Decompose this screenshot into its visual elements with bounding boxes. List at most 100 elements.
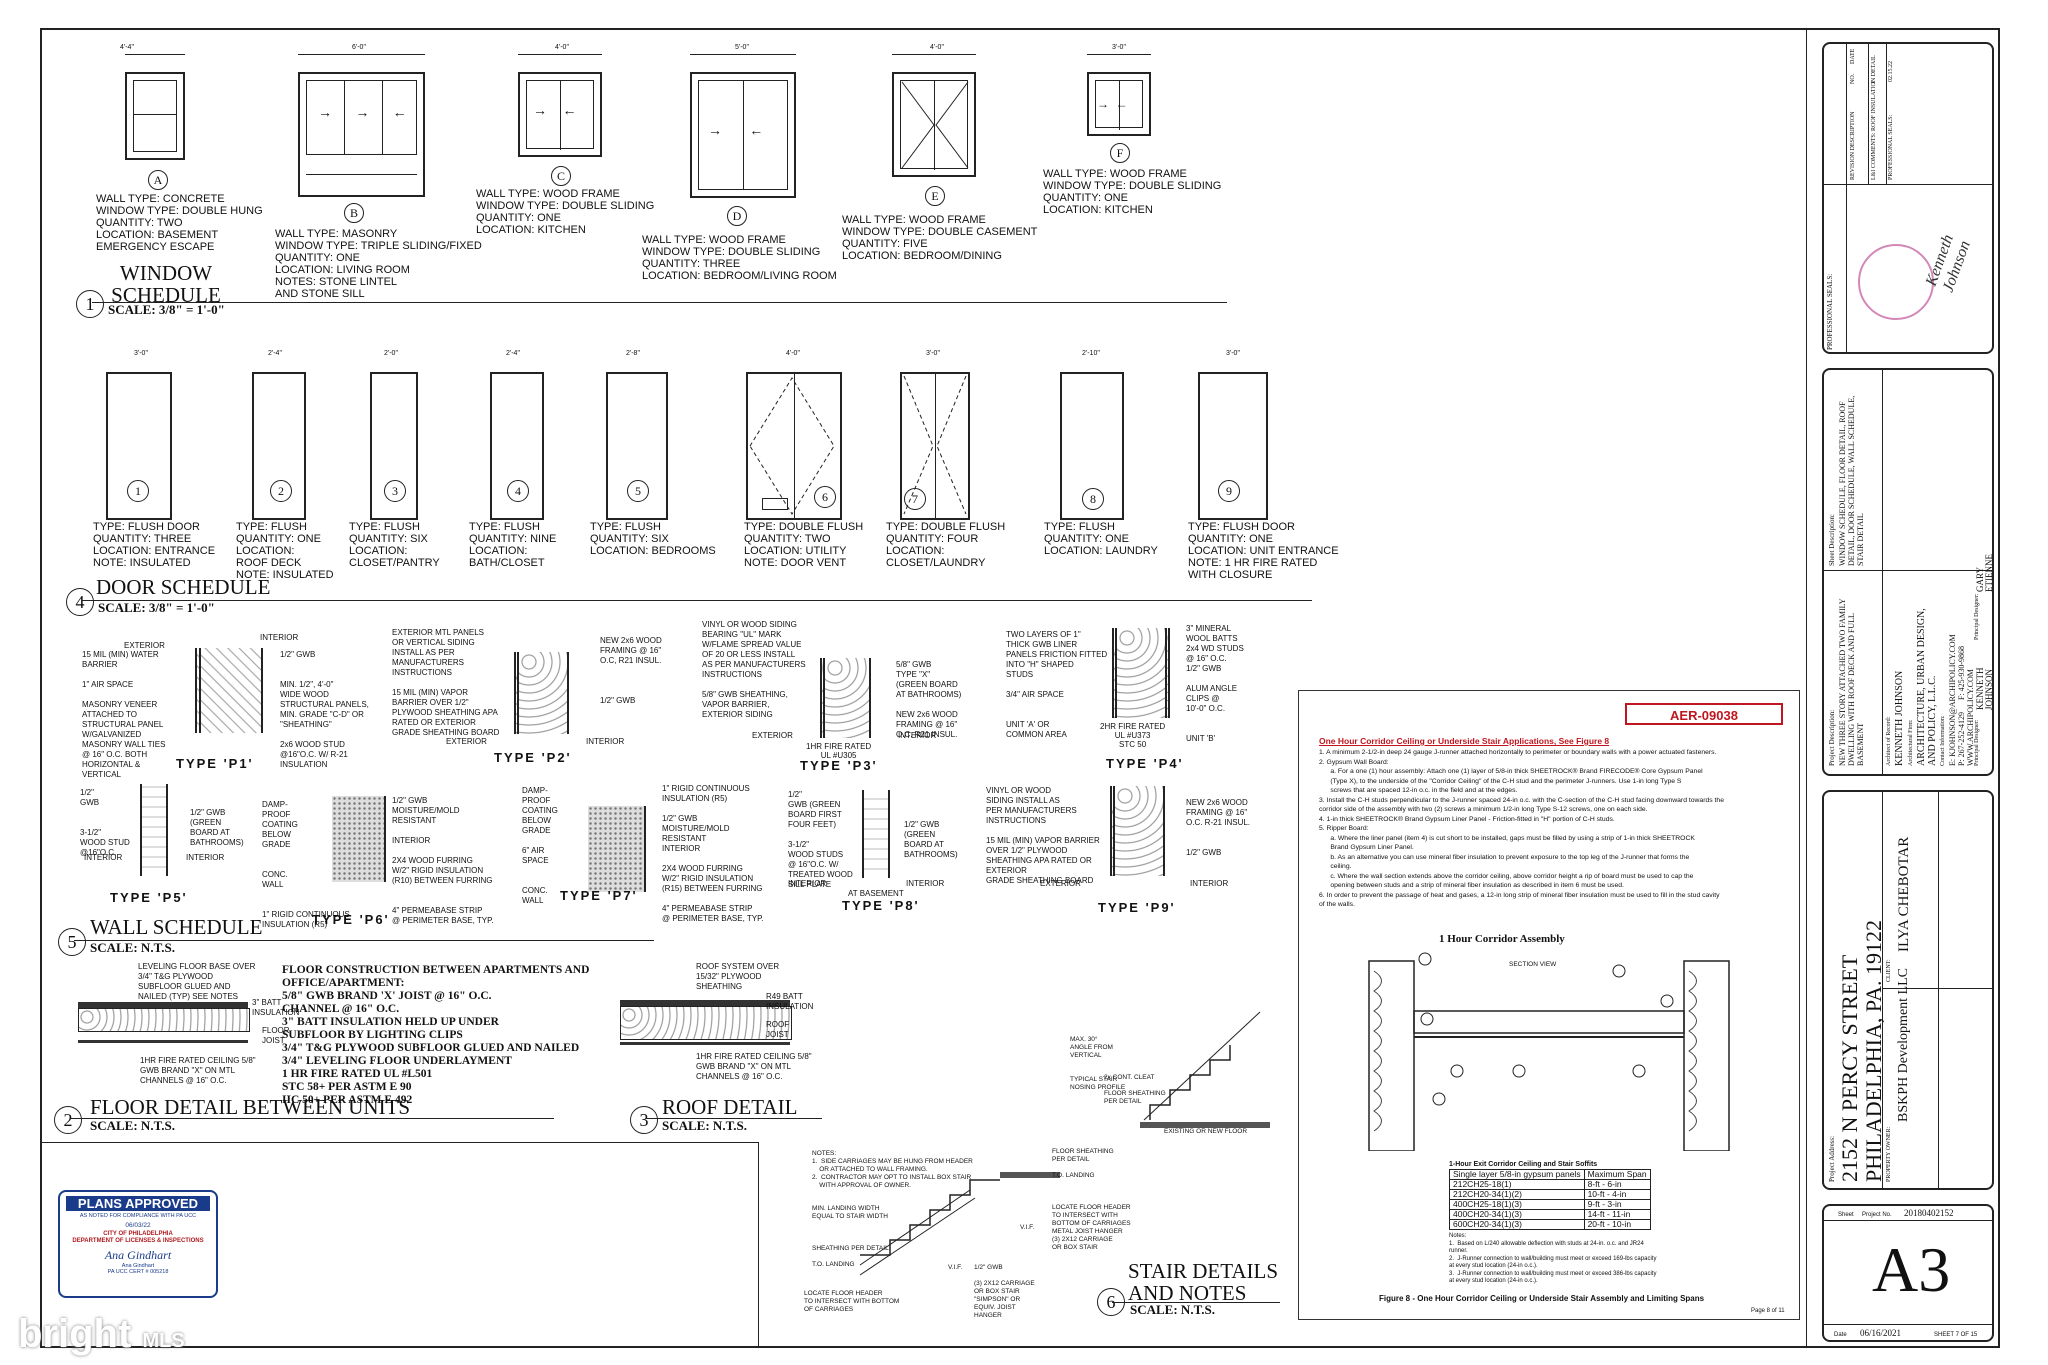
stair-detail-scale: SCALE: N.T.S.	[1130, 1302, 1216, 1317]
figure-8-panel: One Hour Corridor Ceiling or Underside S…	[1298, 690, 1800, 1320]
p2-notes: EXTERIOR MTL PANELS OR VERTICAL SIDING I…	[392, 628, 500, 737]
p3-notes: VINYL OR WOOD SIDING BEARING "UL" MARK W…	[702, 620, 806, 719]
p6-right: 1/2" GWB MOISTURE/MOLD RESISTANT INTERIO…	[392, 796, 494, 925]
plans-approved-stamp: PLANS APPROVED AS NOTED FOR COMPLIANCE W…	[58, 1190, 218, 1298]
floor-notes: FLOOR CONSTRUCTION BETWEEN APARTMENTS AN…	[282, 964, 590, 1106]
window-d-dim: 5'-0"	[735, 44, 749, 51]
door-7-spec: TYPE: DOUBLE FLUSH QUANTITY: FOUR LOCATI…	[886, 521, 1006, 569]
p4-notes: TWO LAYERS OF 1" THICK GWB LINER PANELS …	[1006, 630, 1108, 739]
p3-right: 5/8" GWB TYPE "X" (GREEN BOARD AT BATHRO…	[896, 660, 962, 739]
p2-right: NEW 2x6 WOOD FRAMING @ 16" O.C, R21 INSU…	[600, 636, 662, 705]
sheet-description: WINDOW SCHEDULE, FLOOR DETAIL, ROOF DETA…	[1838, 395, 1865, 566]
figure-8-heading: One Hour Corridor Ceiling or Underside S…	[1319, 736, 1610, 746]
property-owner: BSKPH Development LLC	[1896, 968, 1911, 1122]
project-description: NEW THREE STORY ATTACHED TWO FAMILY DWEL…	[1838, 598, 1865, 766]
door-4-spec: TYPE: FLUSH QUANTITY: NINE LOCATION: BAT…	[469, 521, 557, 569]
door-1-spec: TYPE: FLUSH DOOR QUANTITY: THREE LOCATIO…	[93, 521, 216, 569]
window-b-spec: WALL TYPE: MASONRY WINDOW TYPE: TRIPLE S…	[275, 228, 482, 300]
address-owner-box: Project Address: 2152 N PERCY STREET PHI…	[1822, 790, 1994, 1190]
door-5-drawing	[606, 372, 668, 520]
stair-section-drawing	[859, 1172, 1060, 1276]
p2-section	[514, 652, 569, 734]
door-8-tag: 8	[1082, 488, 1104, 510]
door-2-tag: 2	[270, 480, 292, 502]
revision-seal-box: PROFESSIONAL SEALS: NO. REVISION DESCRIP…	[1822, 42, 1994, 354]
door-5-tag: 5	[627, 480, 649, 502]
drawing-sheet-border	[40, 28, 2000, 1348]
p1-notes: 15 MIL (MIN) WATER BARRIER 1" AIR SPACE …	[82, 650, 166, 779]
stair-nosing-drawing	[1140, 1011, 1270, 1128]
window-a-spec: WALL TYPE: CONCRETE WINDOW TYPE: DOUBLE …	[96, 193, 263, 253]
roof-section	[620, 1006, 792, 1040]
architect-contact: E: KJOHNSON@ARCHIPOLICY.COM P: 267-252-4…	[1948, 634, 1975, 766]
door-2-drawing	[252, 372, 306, 520]
wall-type-p2: TYPE 'P2'	[494, 750, 572, 765]
window-e-drawing	[892, 72, 976, 177]
door-schedule-title: DOOR SCHEDULE	[96, 575, 271, 599]
window-f-dim: 3'-0"	[1112, 44, 1126, 51]
door-1-tag: 1	[127, 480, 149, 502]
window-d-spec: WALL TYPE: WOOD FRAME WINDOW TYPE: DOUBL…	[642, 234, 837, 282]
window-a-dim: 4'-4"	[120, 44, 134, 51]
architect-name: KENNETH JOHNSON	[1894, 670, 1905, 766]
window-f-spec: WALL TYPE: WOOD FRAME WINDOW TYPE: DOUBL…	[1043, 168, 1222, 216]
wall-type-p3: TYPE 'P3'	[800, 758, 878, 773]
architect-project-box: Project Description: NEW THREE STORY ATT…	[1822, 368, 1994, 776]
door-schedule-scale: SCALE: 3/8" = 1'-0"	[98, 600, 215, 615]
stair-notes: NOTES: 1. SIDE CARRIAGES MAY BE HUNG FRO…	[812, 1150, 973, 1189]
door-5-spec: TYPE: FLUSH QUANTITY: SIX LOCATION: BEDR…	[590, 521, 716, 557]
wall-schedule-number: 5	[58, 928, 86, 956]
window-schedule-title: WINDOW SCHEDULE	[111, 261, 221, 307]
door-3-spec: TYPE: FLUSH QUANTITY: SIX LOCATION: CLOS…	[349, 521, 440, 569]
p1-section	[195, 648, 263, 733]
wall-type-p1: TYPE 'P1'	[176, 756, 254, 771]
p6-left: DAMP- PROOF COATING BELOW GRADE CONC. WA…	[262, 800, 350, 929]
door-7-drawing	[900, 372, 970, 520]
window-d-tag: D	[727, 206, 747, 226]
floor-section	[78, 1008, 250, 1032]
p4-section	[1112, 628, 1170, 718]
window-b-drawing	[298, 72, 425, 197]
wall-schedule-scale: SCALE: N.T.S.	[90, 940, 176, 955]
floor-detail-scale: SCALE: N.T.S.	[90, 1118, 176, 1133]
door-8-spec: TYPE: FLUSH QUANTITY: ONE LOCATION: LAUN…	[1044, 521, 1158, 557]
project-number: 20180402152	[1904, 1208, 1954, 1218]
window-c-dim: 4'-0"	[555, 44, 569, 51]
wall-type-p9: TYPE 'P9'	[1098, 900, 1176, 915]
sheet-date: 06/16/2021	[1860, 1328, 1902, 1338]
sheet-number-box: Sheet Project No. 20180402152 A3 Date 06…	[1822, 1204, 1994, 1342]
roof-detail-scale: SCALE: N.T.S.	[662, 1118, 748, 1133]
door-6-drawing	[746, 372, 842, 520]
window-b-dim: 6'-0"	[352, 44, 366, 51]
p9-right: NEW 2x6 WOOD FRAMING @ 16" O.C. R-21 INS…	[1186, 798, 1251, 857]
door-9-spec: TYPE: FLUSH DOOR QUANTITY: ONE LOCATION:…	[1188, 521, 1339, 581]
p7-section	[588, 806, 646, 892]
sheet-id: A3	[1872, 1234, 1951, 1305]
roof-detail-title: ROOF DETAIL	[662, 1095, 798, 1119]
architect-seal-icon	[1858, 244, 1934, 320]
figure-8-body: 1. A minimum 2-1/2-in deep 24 gauge J-ru…	[1319, 749, 1724, 908]
window-c-drawing	[518, 72, 602, 157]
p1-right: 1/2" GWB MIN. 1/2", 4'-0" WIDE WOOD STRU…	[280, 650, 369, 769]
p9-section	[1110, 786, 1165, 876]
window-a-tag: A	[148, 170, 168, 190]
project-address: 2152 N PERCY STREET PHILADELPHIA, PA. 19…	[1837, 920, 1886, 1182]
door-6-spec: TYPE: DOUBLE FLUSH QUANTITY: TWO LOCATIO…	[744, 521, 864, 569]
wall-type-p8: TYPE 'P8'	[842, 898, 920, 913]
p3-section	[820, 658, 871, 738]
p5-section	[140, 784, 168, 876]
p6-section	[332, 796, 386, 882]
door-3-drawing	[370, 372, 418, 520]
door-9-drawing	[1198, 372, 1268, 520]
p5-right: 1/2" GWB (GREEN BOARD AT BATHROOMS)	[190, 808, 244, 847]
p8-left: 1/2" GWB (GREEN BOARD FIRST FOUR FEET) 3…	[788, 790, 853, 889]
client-name: ILYA CHEBOTAR	[1896, 836, 1912, 952]
door-2-spec: TYPE: FLUSH QUANTITY: ONE LOCATION: ROOF…	[236, 521, 334, 581]
corridor-assembly-drawing	[1368, 952, 1730, 1151]
window-f-drawing	[1087, 72, 1151, 136]
figure-8-caption: Figure 8 - One Hour Corridor Ceiling or …	[1379, 1294, 1705, 1303]
window-e-spec: WALL TYPE: WOOD FRAME WINDOW TYPE: DOUBL…	[842, 214, 1038, 262]
wall-type-p4: TYPE 'P4'	[1106, 756, 1184, 771]
p4-right: 3" MINERAL WOOL BATTS 2x4 WD STUDS @ 16"…	[1186, 624, 1244, 743]
